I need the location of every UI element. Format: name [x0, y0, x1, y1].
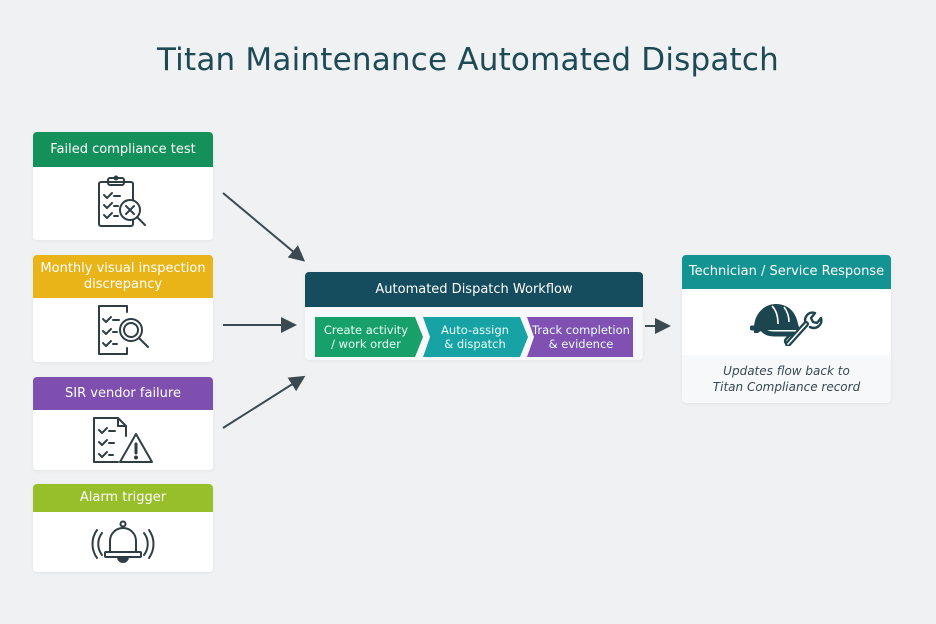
trigger-header: Alarm trigger [33, 484, 213, 512]
step-shape-1 [315, 317, 423, 357]
response-title: Technician / Service Response [682, 255, 891, 289]
clipboard-x-icon [98, 175, 146, 227]
page-title: Titan Maintenance Automated Dispatch [156, 42, 780, 78]
workflow-box: Automated Dispatch Workflow Create activ… [305, 272, 643, 360]
workflow-step-assign: Auto-assign& dispatch [441, 323, 509, 351]
response-note: Updates flow back to Titan Compliance re… [712, 364, 861, 394]
trigger-card-visual-inspection: Monthly visual inspection discrepancy [33, 255, 213, 362]
trigger-card-sir-vendor: SIR vendor failure [33, 377, 213, 470]
trigger-card-alarm: Alarm trigger [33, 484, 213, 572]
response-card: Technician / Service Response Updates fl… [682, 255, 891, 403]
arrow-trigger-3 [222, 375, 306, 429]
workflow-title: Automated Dispatch Workflow [305, 272, 643, 307]
workflow-step-create: Create activity/ work order [323, 323, 409, 351]
trigger-card-failed-compliance: Failed compliance test [33, 132, 213, 240]
workflow-steps-shapes [315, 317, 633, 357]
trigger-header: SIR vendor failure [33, 377, 213, 410]
trigger-header: Failed compliance test [33, 132, 213, 167]
workflow-step-track: Track completion& evidence [532, 323, 630, 351]
step-shape-3 [527, 317, 633, 357]
alarm-bell-icon [91, 520, 155, 563]
checklist-magnifier-icon [98, 305, 149, 355]
hardhat-wrench-icon [749, 304, 823, 346]
document-warning-icon [93, 417, 153, 463]
trigger-header: Monthly visual inspection discrepancy [33, 255, 213, 298]
step-shape-2 [423, 317, 528, 357]
arrow-trigger-1 [222, 192, 306, 262]
